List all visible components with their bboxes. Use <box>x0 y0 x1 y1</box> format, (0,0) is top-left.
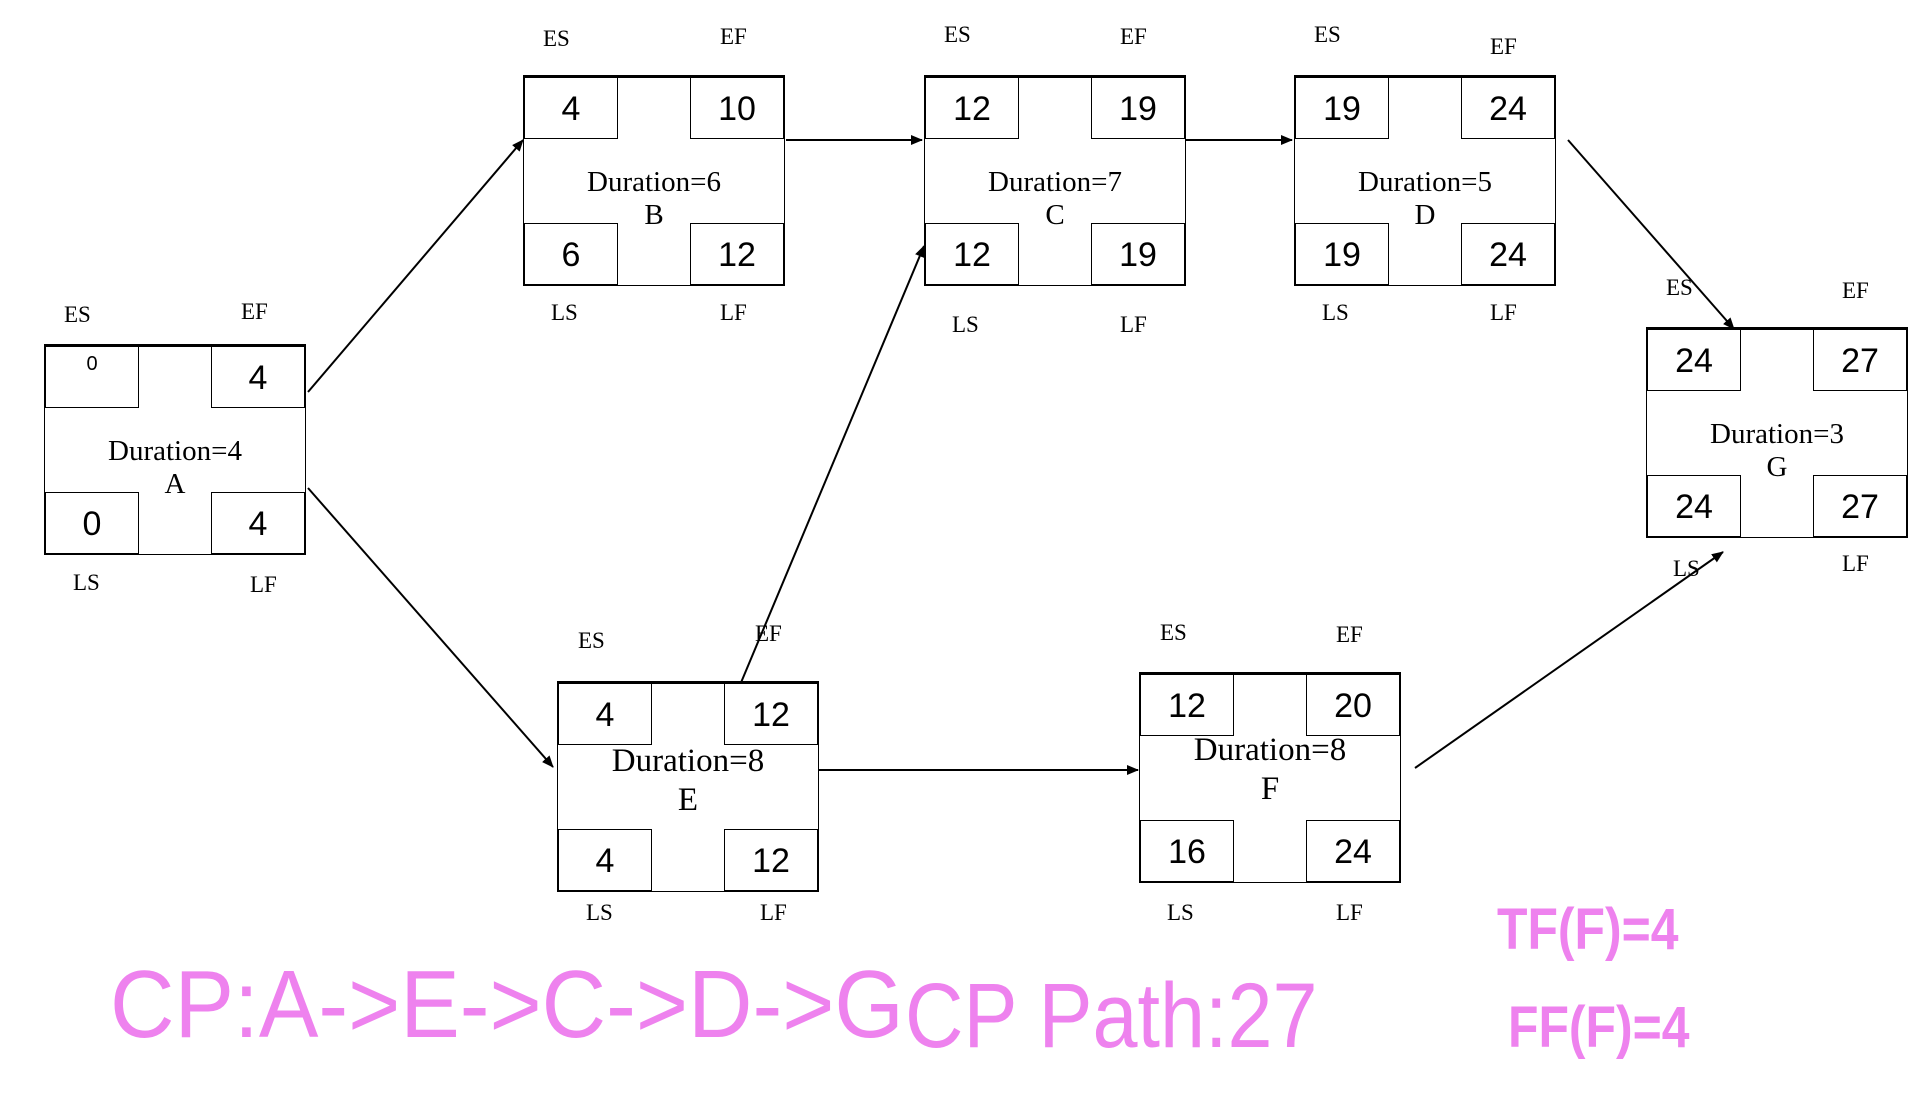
node-g-lf-label: LF <box>1842 551 1869 576</box>
node-d-ef-label: EF <box>1490 34 1517 59</box>
node-c: 12 19 Duration=7 C 12 19 <box>924 75 1186 286</box>
node-d-lf-label: LF <box>1490 300 1517 325</box>
edge-d-g <box>1567 139 1735 330</box>
node-a-lf-value: 4 <box>211 492 305 554</box>
node-c-lf-label: LF <box>1120 312 1147 337</box>
node-b: 4 10 Duration=6 B 6 12 <box>523 75 785 286</box>
node-d-lf-value: 24 <box>1461 223 1555 285</box>
node-c-ls-label: LS <box>952 312 979 337</box>
node-c-es-value: 12 <box>925 77 1019 139</box>
critical-path-length: CP Path:27 <box>905 965 1318 1067</box>
node-g-ef-value: 27 <box>1813 329 1907 391</box>
node-g-duration: Duration=3 <box>1710 418 1844 450</box>
node-e-lf-label: LF <box>760 900 787 925</box>
node-d-ls-label: LS <box>1322 300 1349 325</box>
node-b-es-label: ES <box>543 26 570 51</box>
node-g-name: G <box>1766 451 1788 483</box>
node-a-duration: Duration=4 <box>108 435 242 467</box>
edge-a-e <box>307 487 554 768</box>
node-e-es-value: 4 <box>558 683 652 745</box>
critical-path-text: CP:A->E->C->D->G <box>110 951 904 1058</box>
node-a: 0 4 Duration=4 A 0 4 <box>44 344 306 555</box>
node-b-ef-value: 10 <box>690 77 784 139</box>
total-float-f: TF(F)=4 <box>1497 897 1679 962</box>
node-e-name: E <box>677 782 699 818</box>
node-f: 12 20 Duration=8 F 16 24 <box>1139 672 1401 883</box>
node-b-name: B <box>644 199 664 231</box>
node-e-ls-value: 4 <box>558 829 652 891</box>
node-f-es-value: 12 <box>1140 674 1234 736</box>
node-d-duration: Duration=5 <box>1358 166 1492 198</box>
node-e: 4 12 Duration=8 E 4 12 <box>557 681 819 892</box>
node-b-es-value: 4 <box>524 77 618 139</box>
node-a-ef-label: EF <box>241 299 268 324</box>
node-c-ef-label: EF <box>1120 24 1147 49</box>
node-a-name: A <box>164 468 186 500</box>
node-c-name: C <box>1045 199 1065 231</box>
edge-a-b <box>307 139 524 393</box>
node-f-ef-value: 20 <box>1306 674 1400 736</box>
node-d: 19 24 Duration=5 D 19 24 <box>1294 75 1556 286</box>
node-a-ef-value: 4 <box>211 346 305 408</box>
node-c-lf-value: 19 <box>1091 223 1185 285</box>
node-e-ef-label: EF <box>755 621 782 646</box>
node-c-es-label: ES <box>944 22 971 47</box>
node-c-duration: Duration=7 <box>988 166 1122 198</box>
node-e-ls-label: LS <box>586 900 613 925</box>
node-b-ls-value: 6 <box>524 223 618 285</box>
node-f-ls-value: 16 <box>1140 820 1234 882</box>
node-e-duration: Duration=8 <box>611 743 765 779</box>
node-g: 24 27 Duration=3 G 24 27 <box>1646 327 1908 538</box>
node-c-ef-value: 19 <box>1091 77 1185 139</box>
node-e-lf-value: 12 <box>724 829 818 891</box>
node-a-es-value: 0 <box>45 346 139 408</box>
node-d-ls-value: 19 <box>1295 223 1389 285</box>
node-g-es-value: 24 <box>1647 329 1741 391</box>
node-g-ls-label: LS <box>1673 556 1700 581</box>
node-f-name: F <box>1260 771 1280 807</box>
node-f-ef-label: EF <box>1336 622 1363 647</box>
node-d-ef-value: 24 <box>1461 77 1555 139</box>
node-f-lf-label: LF <box>1336 900 1363 925</box>
node-d-name: D <box>1414 199 1436 231</box>
node-b-ls-label: LS <box>551 300 578 325</box>
node-a-ls-label: LS <box>73 570 100 595</box>
node-g-es-label: ES <box>1666 275 1693 300</box>
node-a-lf-label: LF <box>250 572 277 597</box>
node-b-ef-label: EF <box>720 24 747 49</box>
node-b-duration: Duration=6 <box>587 166 721 198</box>
node-a-ls-value: 0 <box>45 492 139 554</box>
node-f-ls-label: LS <box>1167 900 1194 925</box>
node-b-lf-label: LF <box>720 300 747 325</box>
node-d-es-label: ES <box>1314 22 1341 47</box>
edge-e-c <box>739 245 925 686</box>
edge-f-g <box>1414 551 1724 769</box>
free-float-f: FF(F)=4 <box>1508 995 1690 1060</box>
node-g-lf-value: 27 <box>1813 475 1907 537</box>
node-g-ls-value: 24 <box>1647 475 1741 537</box>
node-e-ef-value: 12 <box>724 683 818 745</box>
node-d-es-value: 19 <box>1295 77 1389 139</box>
node-b-lf-value: 12 <box>690 223 784 285</box>
node-e-es-label: ES <box>578 628 605 653</box>
node-f-es-label: ES <box>1160 620 1187 645</box>
node-g-ef-label: EF <box>1842 278 1869 303</box>
node-f-duration: Duration=8 <box>1193 732 1347 768</box>
node-f-lf-value: 24 <box>1306 820 1400 882</box>
node-c-ls-value: 12 <box>925 223 1019 285</box>
node-a-es-label: ES <box>64 302 91 327</box>
